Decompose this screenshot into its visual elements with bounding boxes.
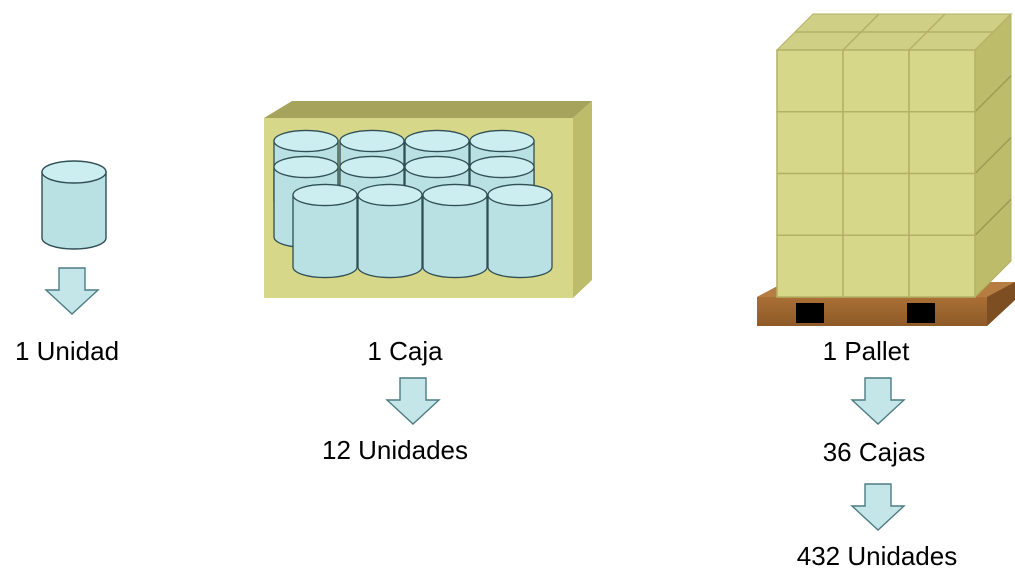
unit-can-icon xyxy=(41,160,107,250)
pallet-hole xyxy=(796,303,824,323)
pallet-box xyxy=(908,172,976,236)
can-icon xyxy=(357,183,423,279)
pallet-box xyxy=(908,111,976,175)
box-contents-label: 12 Unidades xyxy=(322,435,468,465)
pallet-boxes xyxy=(775,12,1013,299)
pallet-box xyxy=(908,49,976,113)
unit-label: 1 Unidad xyxy=(14,336,120,366)
pallet-box xyxy=(776,111,844,175)
pallet-box xyxy=(776,234,844,298)
down-arrow-icon xyxy=(44,267,100,315)
pallet-box xyxy=(908,234,976,298)
can-icon xyxy=(422,183,488,279)
box-cans xyxy=(273,129,553,279)
box-seam xyxy=(974,75,1012,113)
pallet-of-boxes-icon xyxy=(757,12,1015,326)
down-arrow-icon xyxy=(850,377,906,425)
box-seam xyxy=(974,198,1012,236)
pallet-box xyxy=(842,111,910,175)
pallet-box xyxy=(842,234,910,298)
down-arrow-icon xyxy=(850,483,906,531)
box-of-cans-icon xyxy=(264,101,592,298)
pallet-box xyxy=(842,172,910,236)
can-icon xyxy=(292,183,358,279)
can-icon xyxy=(487,183,553,279)
pallet-box xyxy=(842,49,910,113)
box-seam xyxy=(974,136,1012,175)
pallet-boxes-count-label: 36 Cajas xyxy=(822,437,926,467)
down-arrow-icon xyxy=(385,377,441,425)
pallet-box xyxy=(776,172,844,236)
pallet-label: 1 Pallet xyxy=(822,336,910,366)
pallet-hole xyxy=(907,303,935,323)
pallet-units-count-label: 432 Unidades xyxy=(796,541,958,571)
pallet-box xyxy=(776,49,844,113)
box-label: 1 Caja xyxy=(367,336,443,366)
